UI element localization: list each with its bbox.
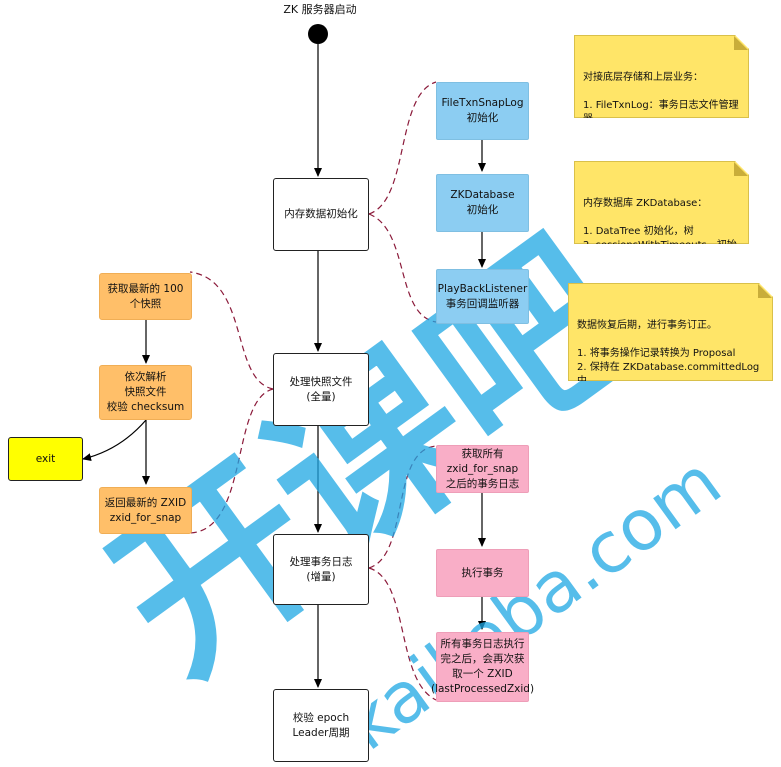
- node-get-all-txlogs[interactable]: 获取所有 zxid_for_snap 之后的事务日志: [436, 445, 529, 493]
- node-return-latest-zxid[interactable]: 返回最新的 ZXID zxid_for_snap: [99, 487, 192, 534]
- note-transaction-correction: 数据恢复后期，进行事务订正。 1. 将事务操作记录转换为 Proposal 2.…: [568, 283, 773, 381]
- node-parse-snapshots[interactable]: 依次解析 快照文件 校验 checksum: [99, 365, 192, 420]
- note-memory-database: 内存数据库 ZKDatabase： 1. DataTree 初始化，树 2. s…: [574, 161, 749, 244]
- node-get-latest-snapshots[interactable]: 获取最新的 100 个快照: [99, 273, 192, 320]
- node-verify-epoch[interactable]: 校验 epoch Leader周期: [273, 689, 369, 762]
- dashed-txlog-to-after: [368, 567, 437, 701]
- dashed-mem-to-playback: [368, 213, 437, 323]
- diagram-title: ZK 服务器启动: [283, 3, 357, 16]
- start-node: [308, 24, 328, 44]
- node-after-all-txlogs[interactable]: 所有事务日志执行 完之后，会再次获 取一个 ZXID (lastProcesse…: [431, 632, 534, 702]
- node-process-snapshot[interactable]: 处理快照文件 (全量): [273, 353, 369, 426]
- node-execute-transactions[interactable]: 执行事务: [436, 549, 529, 597]
- node-process-txlog[interactable]: 处理事务日志 (增量): [273, 534, 369, 605]
- dashed-snapshot-to-get100: [189, 271, 274, 390]
- node-filetxnsnaplog-init[interactable]: FileTxnSnapLog 初始化: [436, 82, 529, 140]
- node-memory-init[interactable]: 内存数据初始化: [273, 178, 369, 251]
- edge-parse-to-exit: [82, 419, 147, 461]
- dashed-txlog-to-getlogs: [368, 445, 437, 569]
- node-playback-listener[interactable]: PlayBackListener 事务回调监听器: [436, 269, 529, 324]
- dashed-mem-to-filetxn: [368, 81, 437, 215]
- note-storage-bridge: 对接底层存储和上层业务： 1. FileTxnLog：事务日志文件管理 器 2.…: [574, 35, 749, 118]
- node-zkdatabase-init[interactable]: ZKDatabase 初始化: [436, 174, 529, 232]
- node-exit[interactable]: exit: [8, 437, 83, 481]
